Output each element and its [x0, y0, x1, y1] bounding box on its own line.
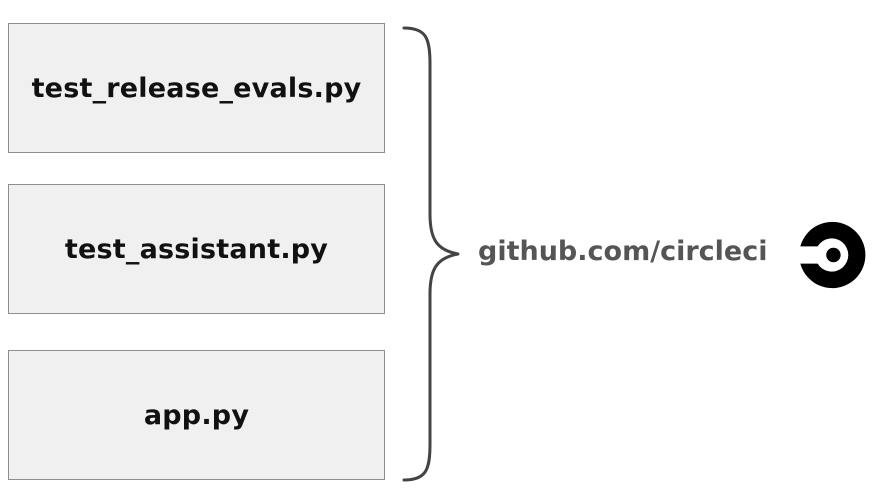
file-box-test-release-evals: test_release_evals.py	[8, 23, 385, 153]
curly-brace	[402, 26, 460, 482]
repo-url-label: github.com/circleci	[478, 236, 768, 267]
circleci-logo-icon	[800, 221, 866, 289]
file-label: app.py	[143, 399, 250, 431]
file-label: test_assistant.py	[64, 233, 329, 265]
file-box-test-assistant: test_assistant.py	[8, 184, 385, 314]
file-box-app: app.py	[8, 350, 385, 480]
file-label: test_release_evals.py	[31, 72, 362, 104]
